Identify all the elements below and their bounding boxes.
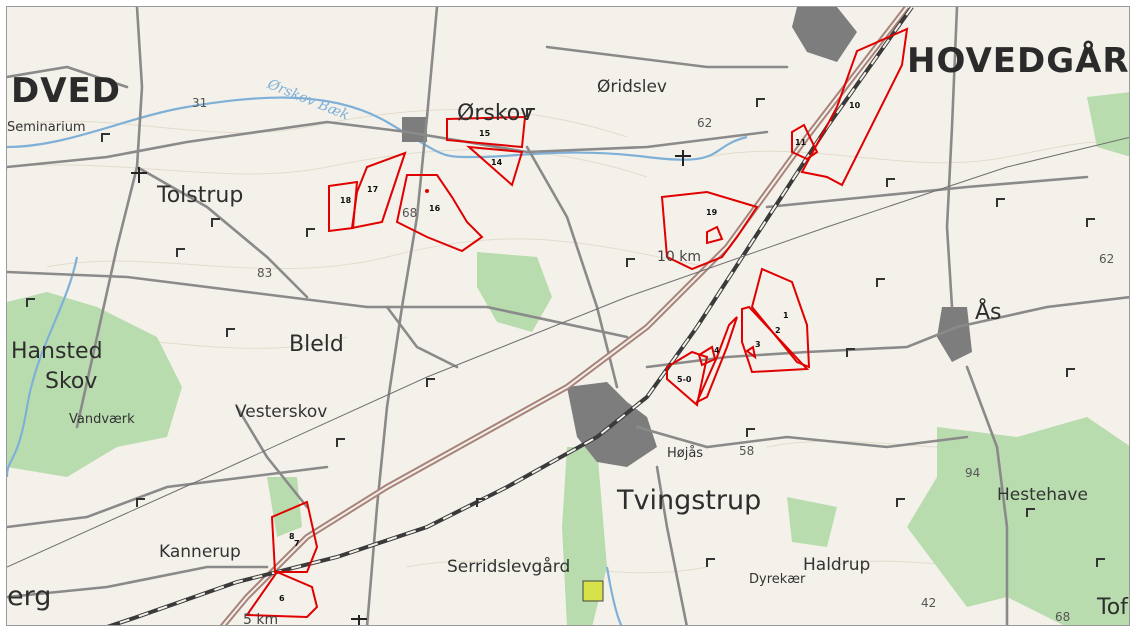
plot-label-11[interactable]: 11 <box>795 138 807 147</box>
forest-east-small <box>1087 92 1129 157</box>
plot-outline-7-8 <box>270 500 319 573</box>
as-town <box>937 307 972 362</box>
elevation-label: 62 <box>1099 252 1115 266</box>
plot-16-point <box>425 189 429 193</box>
plot-outline-18 <box>328 180 359 233</box>
place-vandvaerk: Vandværk <box>69 412 135 427</box>
plot-label-14[interactable]: 14 <box>491 158 503 167</box>
place-hojas: Højås <box>667 446 704 461</box>
elevation-label: 42 <box>921 596 937 610</box>
plot-label-8[interactable]: 8 <box>289 532 295 541</box>
town-bleld: Bleld <box>289 332 344 357</box>
town-oridslev: Øridslev <box>597 77 667 97</box>
orskov-town <box>402 117 427 142</box>
place-skov: Skov <box>45 369 98 394</box>
elevation-label: 58 <box>739 444 755 458</box>
place-haldrup: Haldrup <box>803 555 871 575</box>
church-symbols <box>131 150 691 625</box>
elevation-label: 68 <box>402 206 418 220</box>
plot-outline-small-4 <box>697 345 717 367</box>
motorway <box>219 7 910 625</box>
roads <box>7 7 1129 625</box>
place-hestehave: Hestehave <box>997 485 1088 505</box>
distance-marker-5km: 5 km <box>243 612 279 626</box>
plot-label-4[interactable]: 4 <box>714 346 720 355</box>
place-erg: erg <box>7 581 52 612</box>
elevation-label: 83 <box>257 266 273 280</box>
plot-outline-4 <box>694 316 738 405</box>
elevation-label: 94 <box>965 466 981 480</box>
plot-outline-19-inner <box>706 225 724 245</box>
railway <box>106 7 914 625</box>
plot-label-7[interactable]: 7 <box>294 539 300 548</box>
streams <box>7 96 748 625</box>
hovedgaard-town <box>792 7 857 62</box>
farm-symbols <box>26 98 1105 567</box>
elevation-label: 31 <box>192 96 208 110</box>
orskov-baek <box>7 96 748 161</box>
plot-outline-17 <box>350 151 407 230</box>
forest-areas <box>7 92 1129 625</box>
plot-outline-10 <box>800 27 909 187</box>
plot-label-6[interactable]: 6 <box>279 594 285 603</box>
forest-sw <box>267 477 302 537</box>
plot-outlines <box>245 27 909 619</box>
plot-outline-11 <box>791 123 819 161</box>
place-hansted: Hansted <box>11 339 103 364</box>
plot-label-1[interactable]: 1 <box>783 311 789 320</box>
plot-outline-6 <box>245 570 319 619</box>
forest-east <box>907 417 1129 625</box>
plot-outline-2-3 <box>741 305 810 374</box>
plot-outline-5 <box>666 350 709 407</box>
place-kannerup: Kannerup <box>159 542 241 562</box>
place-seminarium: Seminarium <box>7 120 86 135</box>
stream-south <box>605 566 623 625</box>
plot-outline-small-3 <box>745 345 757 360</box>
plot-outline-16 <box>395 174 484 253</box>
town-tvingstrup: Tvingstrup <box>617 485 762 516</box>
forest-north-centre <box>477 252 552 332</box>
place-vesterskov: Vesterskov <box>235 402 328 422</box>
power-line <box>7 136 1129 568</box>
distance-marker-10km: 10 km <box>657 249 702 265</box>
town-areas <box>402 7 972 467</box>
place-dyrekaer: Dyrekær <box>749 572 806 587</box>
plot-outline-15 <box>446 115 527 149</box>
town-dved: DVED <box>11 71 121 111</box>
stream-west <box>7 256 79 478</box>
plot-label-10[interactable]: 10 <box>849 101 861 110</box>
plot-label-2[interactable]: 2 <box>775 326 781 335</box>
contour-lines <box>7 109 1129 574</box>
town-orskov: Ørskov <box>457 101 534 126</box>
elevation-label: 62 <box>697 116 713 130</box>
plot-outline-19 <box>660 190 759 271</box>
place-serridslevgaard: Serridslevgård <box>447 557 571 577</box>
plot-label-16[interactable]: 16 <box>429 204 441 213</box>
site-marker <box>582 580 604 602</box>
plot-outline-1 <box>750 267 811 369</box>
plot-outline-14 <box>466 145 524 187</box>
town-as: Ås <box>975 300 1002 325</box>
plot-label-3[interactable]: 3 <box>755 340 761 349</box>
plot-label-17[interactable]: 17 <box>367 185 379 194</box>
plot-label-5-0[interactable]: 5-0 <box>677 375 692 384</box>
elevation-label: 68 <box>1055 610 1071 624</box>
plot-label-15[interactable]: 15 <box>479 129 491 138</box>
hansted-skov-forest <box>7 292 182 477</box>
forest-haldrup <box>787 497 837 547</box>
town-tolstrup: Tolstrup <box>157 183 244 208</box>
place-tof: Tof <box>1097 595 1128 620</box>
plot-label-18[interactable]: 18 <box>340 196 352 205</box>
plot-label-19[interactable]: 19 <box>706 208 718 217</box>
map-graphics <box>7 7 1129 625</box>
